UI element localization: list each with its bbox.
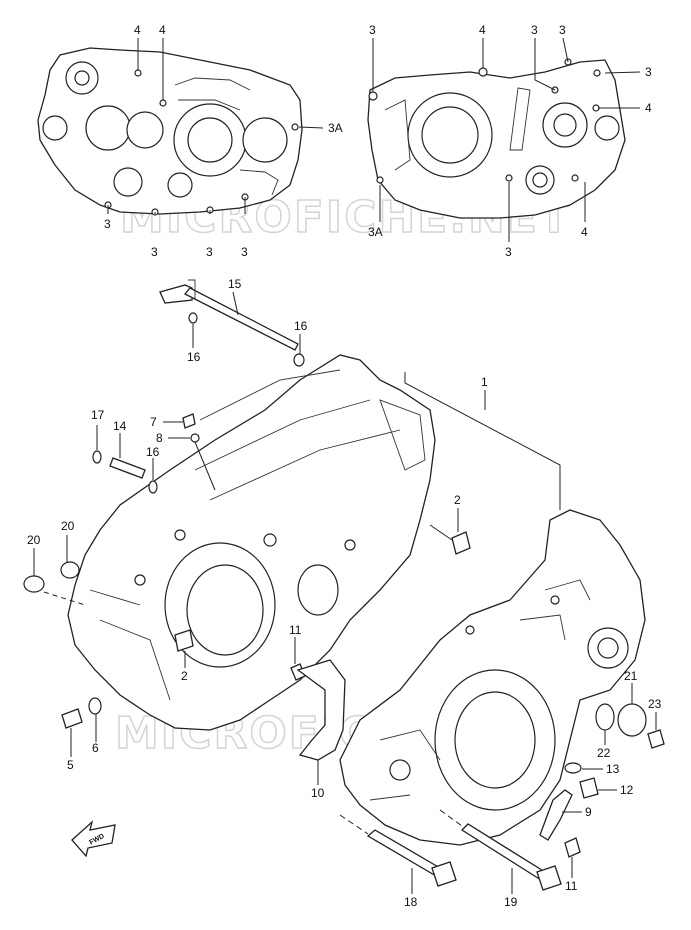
part-11-bolt-right bbox=[564, 837, 581, 858]
callout-tr-3c: 3 bbox=[559, 23, 566, 37]
part-11-bolt-left bbox=[290, 663, 306, 681]
callout-16-left: 16 bbox=[187, 350, 201, 364]
callout-6: 6 bbox=[92, 741, 99, 755]
part-16-oring-a bbox=[188, 312, 198, 324]
part-16-oring-b bbox=[293, 353, 305, 367]
callout-17: 17 bbox=[91, 408, 105, 422]
callout-10: 10 bbox=[311, 786, 325, 800]
part-20-plug-left bbox=[23, 575, 45, 593]
callout-8: 8 bbox=[156, 431, 163, 445]
part-2-dowel-right bbox=[451, 531, 471, 555]
callout-15: 15 bbox=[228, 277, 242, 291]
callout-20-left: 20 bbox=[27, 533, 41, 547]
callout-16-mid: 16 bbox=[146, 445, 160, 459]
callout-tr-3b: 3 bbox=[531, 23, 538, 37]
callout-5: 5 bbox=[67, 758, 74, 772]
callout-12: 12 bbox=[620, 783, 634, 797]
part-7-fitting bbox=[182, 413, 196, 429]
callout-7: 7 bbox=[150, 415, 157, 429]
part-20-plug-right bbox=[60, 561, 80, 579]
callout-9: 9 bbox=[585, 805, 592, 819]
callout-tr-4a: 4 bbox=[479, 23, 486, 37]
callout-1: 1 bbox=[481, 375, 488, 389]
callout-18: 18 bbox=[404, 895, 418, 909]
callout-tr-3d: 3 bbox=[645, 65, 652, 79]
callout-11-bottom: 11 bbox=[565, 879, 578, 893]
part-15-shaft bbox=[159, 279, 299, 351]
part-18-long-bolt bbox=[366, 829, 457, 887]
part-19-long-bolt bbox=[460, 823, 562, 891]
callout-20-right: 20 bbox=[61, 519, 75, 533]
callout-14: 14 bbox=[113, 419, 127, 433]
part-16-oring-c bbox=[148, 480, 158, 494]
callout-tr-3-bottom: 3 bbox=[505, 245, 512, 259]
callout-2-right: 2 bbox=[454, 493, 461, 507]
callout-tl-3c-bottom: 3 bbox=[206, 245, 213, 259]
callout-21: 21 bbox=[624, 669, 638, 683]
callout-2-left: 2 bbox=[181, 669, 188, 683]
callout-23: 23 bbox=[648, 697, 662, 711]
callout-tl-3a: 3A bbox=[328, 121, 343, 135]
callout-tr-4b: 4 bbox=[645, 101, 652, 115]
part-2-dowel-left bbox=[174, 629, 194, 652]
callout-tr-3a-bottom: 3A bbox=[368, 225, 383, 239]
part-23-bolt bbox=[647, 729, 665, 749]
callout-13: 13 bbox=[606, 762, 620, 776]
part-1-crankcase-left bbox=[67, 354, 436, 731]
crankcase-left-inner-view bbox=[37, 47, 303, 216]
part-1-crankcase-right bbox=[339, 509, 646, 846]
crankcase-right-inner-view bbox=[367, 58, 626, 219]
callout-16-right: 16 bbox=[294, 319, 308, 333]
part-6-washer bbox=[88, 697, 102, 715]
callout-tl-3a-bottom: 3 bbox=[104, 217, 111, 231]
part-9-plate bbox=[539, 789, 573, 841]
callout-tl-3d-bottom: 3 bbox=[241, 245, 248, 259]
callout-tl-3b-bottom: 3 bbox=[151, 245, 158, 259]
callout-tr-4-bottom: 4 bbox=[581, 225, 588, 239]
callout-tl-4b: 4 bbox=[159, 23, 166, 37]
callout-11-top: 11 bbox=[289, 623, 302, 637]
part-17-oring bbox=[92, 450, 102, 464]
callout-22: 22 bbox=[597, 746, 611, 760]
part-13-washer bbox=[564, 762, 582, 774]
fwd-arrow-icon: FWD bbox=[71, 820, 116, 858]
callout-19: 19 bbox=[504, 895, 518, 909]
callout-tr-3a: 3 bbox=[369, 23, 376, 37]
part-21-cover bbox=[617, 703, 647, 737]
part-5-drain-bolt bbox=[61, 708, 83, 729]
part-22-oring bbox=[595, 703, 615, 731]
part-14-pin bbox=[109, 457, 146, 479]
callout-tl-4a: 4 bbox=[134, 23, 141, 37]
part-12-bolt bbox=[579, 777, 599, 799]
part-8-washer bbox=[190, 433, 200, 443]
